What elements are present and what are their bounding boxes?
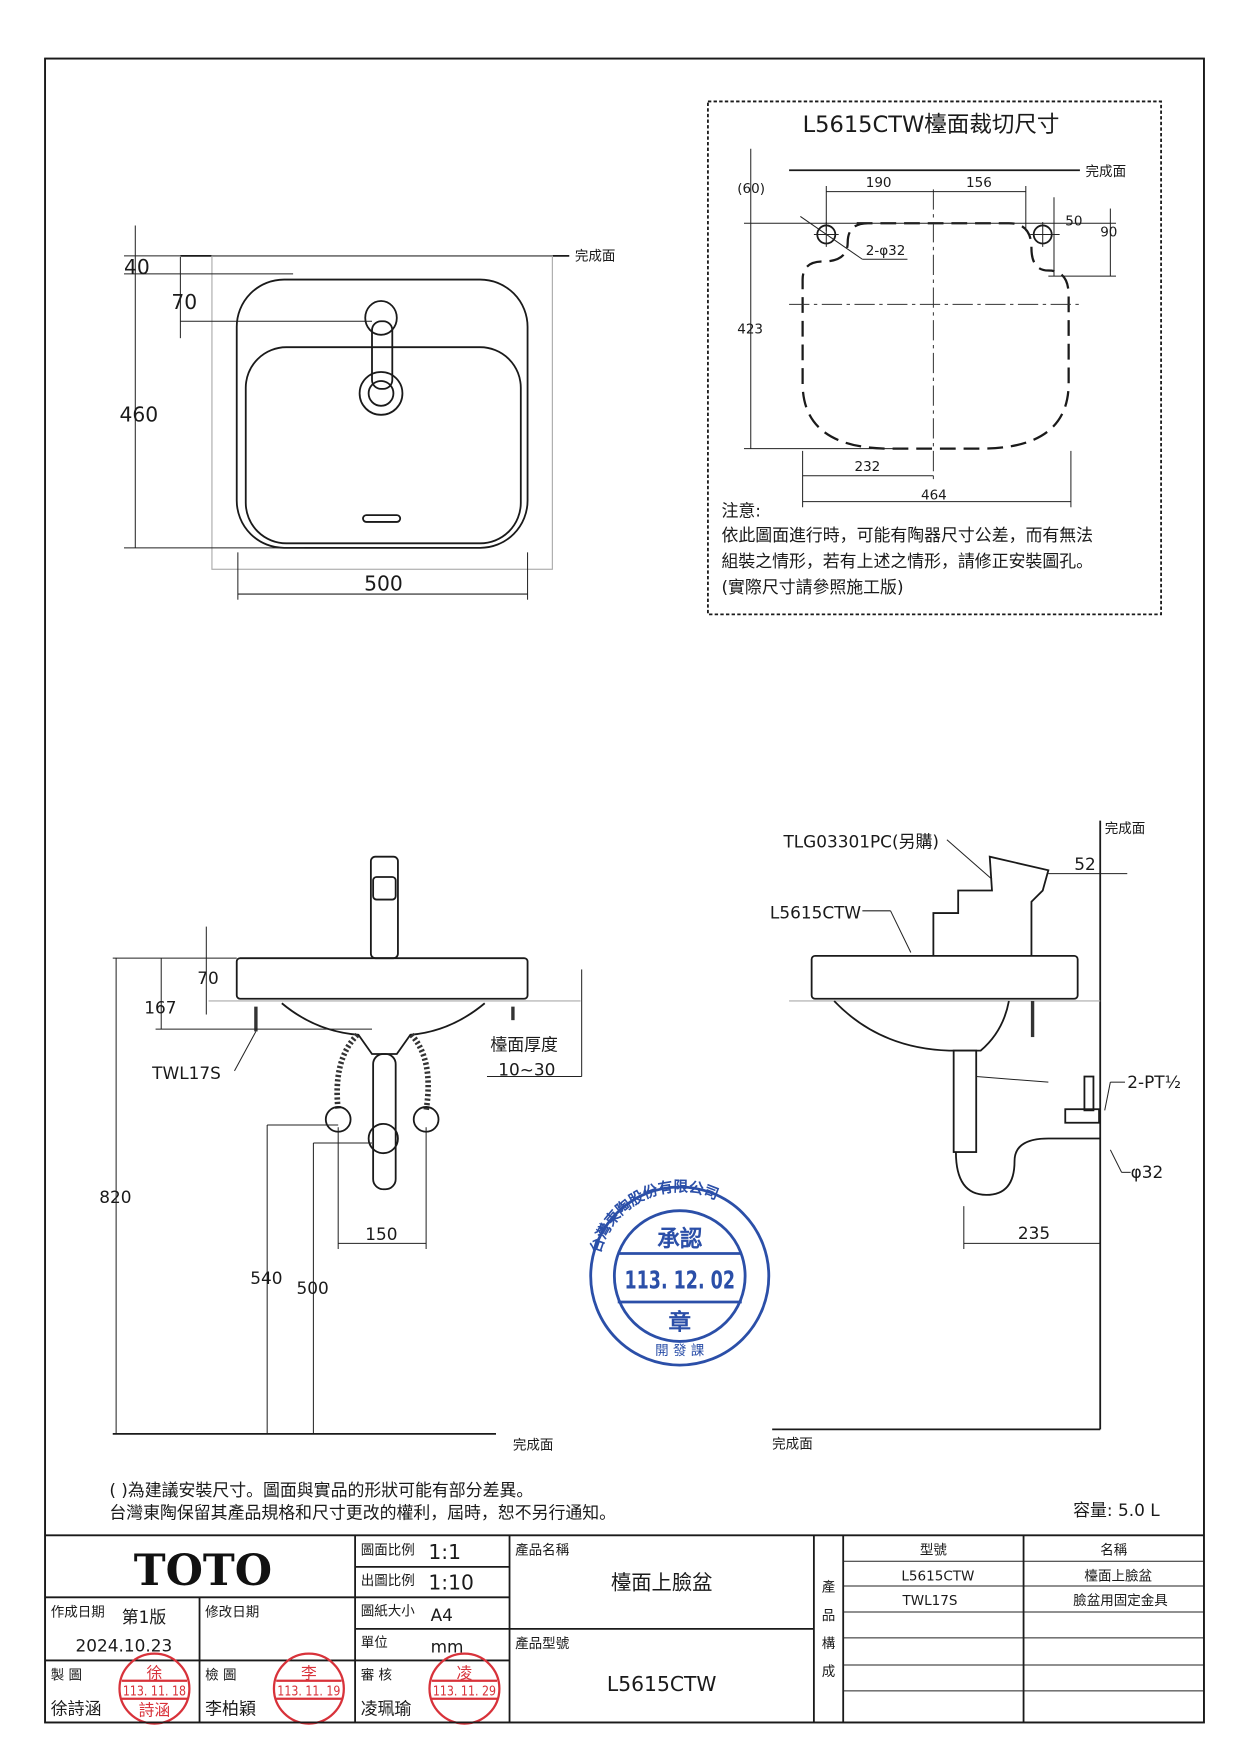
plan-view: 完成面 40 70 460 500	[120, 225, 616, 600]
checked-by: 李柏穎	[205, 1699, 256, 1719]
stamp-seal: 章	[668, 1309, 691, 1336]
dim-cut-width: 464	[921, 487, 947, 503]
dim-cut-depth: 423	[737, 322, 763, 338]
drawn-label: 製 圖	[51, 1668, 82, 1684]
sheet-border	[44, 57, 1205, 1724]
floor-finish-label: 完成面	[513, 1438, 554, 1454]
faucet-label: TLG03301PC(另購)	[782, 832, 939, 852]
revised-label: 修改日期	[205, 1604, 259, 1620]
drawing-scale-label: 圖面比例	[361, 1542, 415, 1558]
composition-label: 構	[822, 1636, 836, 1652]
dim-faucet-front: 70	[197, 968, 219, 988]
supply-label: 2-PT½	[1127, 1072, 1181, 1092]
basin-label: L5615CTW	[770, 903, 862, 923]
note-title: 注意:	[721, 500, 760, 520]
dim-right-hole: 156	[966, 175, 992, 191]
approved-by: 凌珮瑜	[361, 1699, 412, 1719]
title-block: TOTO 圖面比例 1:1 出圖比例 1:10 圖紙大小 A4 單位 mm 作成…	[45, 1534, 1204, 1725]
component-model: L5615CTW	[901, 1568, 974, 1584]
cutout-panel: L5615CTW檯面裁切尺寸 完成面 2-φ32 (60) 423 190 15…	[707, 100, 1162, 616]
drawing-scale: 1:1	[428, 1540, 461, 1564]
sheet-border-outer	[44, 57, 1205, 1724]
svg-text:李: 李	[301, 1663, 317, 1682]
checked-signature-stamp: 李 113. 11. 19	[272, 1652, 345, 1725]
checked-label: 檢 圖	[205, 1667, 236, 1684]
svg-text:113. 11. 29: 113. 11. 29	[433, 1683, 496, 1699]
dim-left-hole: 190	[866, 175, 892, 191]
side-floor-finish-label: 完成面	[772, 1437, 813, 1453]
toto-logo: TOTO	[134, 1546, 272, 1596]
bracket-label: TWL17S	[151, 1063, 221, 1083]
composition-label: 品	[822, 1608, 836, 1624]
drain-label: φ32	[1131, 1162, 1164, 1182]
components-header-model: 型號	[920, 1542, 948, 1558]
dim-basin-height: 167	[144, 997, 176, 1017]
svg-text:113. 11. 18: 113. 11. 18	[123, 1683, 186, 1699]
version: 第1版	[122, 1607, 167, 1627]
product-model: L5615CTW	[607, 1672, 717, 1696]
dim-valve-height: 540	[250, 1268, 282, 1288]
drawn-signature-stamp: 徐 113. 11. 18 詩涵	[118, 1652, 191, 1725]
dim-trap-distance: 235	[1018, 1223, 1050, 1243]
note-line: 組裝之情形，若有上述之情形，請修正安裝圖孔。	[721, 551, 1093, 571]
note-suggested: ( )為建議安裝尺寸。圖面與實品的形狀可能有部分差異。	[109, 1480, 533, 1500]
dim-width: 500	[364, 572, 403, 596]
print-scale-label: 出圖比例	[361, 1573, 415, 1589]
svg-text:詩涵: 詩涵	[139, 1701, 171, 1720]
dim-offset: (60)	[737, 181, 765, 197]
stamp-heading: 承認	[657, 1226, 703, 1253]
svg-text:徐: 徐	[147, 1663, 163, 1682]
product-model-label: 產品型號	[515, 1635, 570, 1652]
finish-surface-label: 完成面	[575, 248, 616, 264]
capacity: 容量: 5.0 L	[1073, 1500, 1160, 1520]
note-line: (實際尺寸請參照施工版)	[721, 577, 903, 597]
dim-faucet-offset: 70	[171, 290, 197, 314]
cutout-finish-surface-label: 完成面	[1086, 164, 1127, 180]
print-scale: 1:10	[428, 1570, 474, 1594]
counter-thickness-label: 檯面厚度	[490, 1035, 558, 1055]
paper-size-label: 圖紙大小	[361, 1603, 416, 1619]
dim-faucet-wall: 52	[1074, 854, 1096, 874]
stamp-department: 開 發 課	[655, 1343, 705, 1359]
dim-drain-height: 500	[296, 1278, 328, 1298]
components-header-name: 名稱	[1100, 1542, 1128, 1558]
dim-half-width: 232	[854, 459, 880, 475]
stamp-date: 113. 12. 02	[625, 1265, 735, 1294]
component-name: 臉盆用固定金具	[1073, 1593, 1168, 1609]
component-model: TWL17S	[902, 1593, 958, 1609]
dim-holes: 2-φ32	[866, 243, 906, 259]
dim-hole-depth: 50	[1065, 213, 1082, 229]
counter-thickness-value: 10~30	[498, 1059, 555, 1079]
cutout-outline	[801, 222, 1070, 450]
composition-label: 成	[822, 1664, 836, 1680]
side-view: 完成面 完成面 TLG03301PC(另購) L5615CTW 52 2-PT½…	[770, 820, 1181, 1453]
unit: mm	[431, 1637, 464, 1657]
paper-size: A4	[431, 1605, 453, 1625]
product-name-label: 產品名稱	[515, 1541, 570, 1558]
approval-stamp: 台灣東陶股份有限公司 承認 113. 12. 02 章 開 發 課	[586, 1178, 771, 1367]
unit-label: 單位	[361, 1635, 388, 1651]
svg-text:凌: 凌	[457, 1663, 473, 1682]
svg-text:113. 11. 19: 113. 11. 19	[277, 1683, 340, 1699]
composition-label: 產	[822, 1579, 836, 1596]
note-line: 依此圖面進行時，可能有陶器尺寸公差，而有無法	[721, 525, 1093, 545]
component-name: 檯面上臉盆	[1084, 1568, 1152, 1584]
dim-notch-depth: 90	[1100, 225, 1117, 241]
dim-total-height: 820	[99, 1187, 131, 1207]
product-name: 檯面上臉盆	[611, 1570, 712, 1594]
note-rights: 台灣東陶保留其產品規格和尺寸更改的權利，屆時，恕不另行通知。	[109, 1502, 616, 1522]
approved-signature-stamp: 凌 113. 11. 29	[428, 1652, 501, 1725]
approved-label: 審 核	[361, 1668, 393, 1684]
cutout-title: L5615CTW檯面裁切尺寸	[803, 112, 1060, 138]
dim-valve-spacing: 150	[365, 1224, 397, 1244]
drawn-by: 徐詩涵	[51, 1699, 102, 1719]
front-view: TWL17S 167 70 820 檯面厚度 10~30 150 540 500…	[99, 855, 583, 1454]
dim-top-offset: 40	[124, 255, 150, 279]
created-date: 2024.10.23	[76, 1635, 173, 1655]
dim-depth: 460	[120, 403, 159, 427]
created-label: 作成日期	[51, 1604, 105, 1620]
wall-finish-label: 完成面	[1105, 821, 1146, 837]
